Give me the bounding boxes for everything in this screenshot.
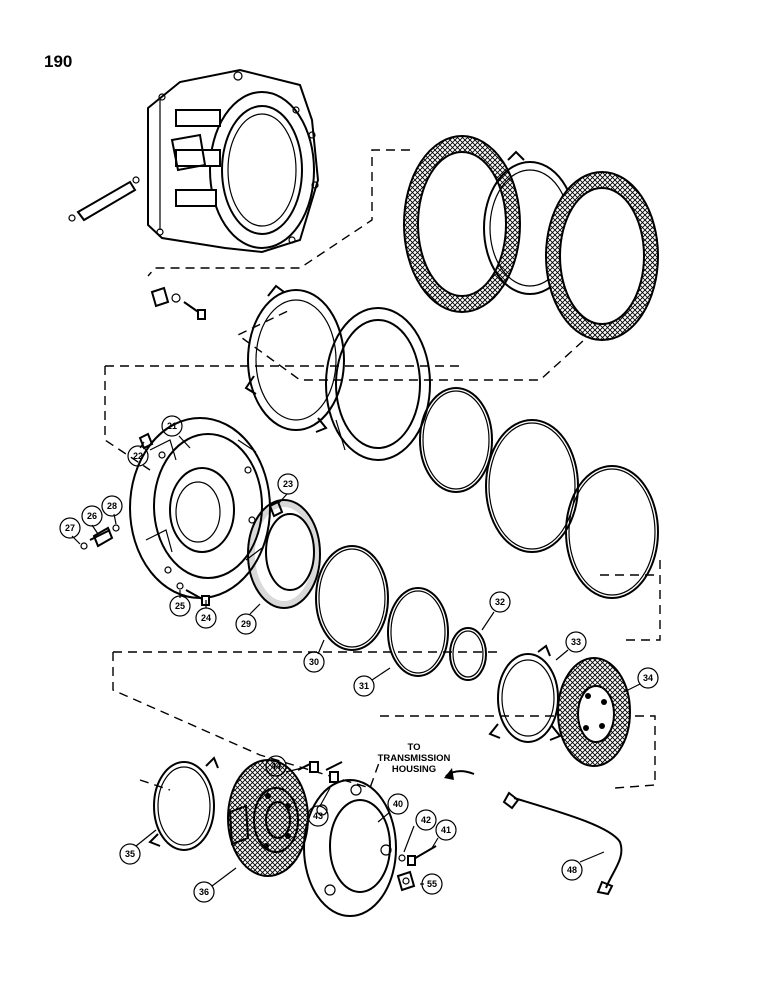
svg-text:55: 55 [427,879,437,889]
steel-plate-35 [148,756,219,851]
svg-text:40: 40 [393,799,403,809]
callout-43: 43 [307,787,331,827]
note-line-2: TRANSMISSION [378,753,451,764]
svg-text:43: 43 [313,811,323,821]
friction-disc-34 [557,657,631,767]
small-springs [297,761,343,783]
seal-ring-30 [315,545,389,651]
friction-disc-upper-1 [403,135,521,313]
svg-text:42: 42 [421,815,431,825]
callout-40: 40 [377,793,409,823]
svg-text:30: 30 [309,657,319,667]
callout-22: 22 [127,441,149,467]
svg-text:22: 22 [133,451,143,461]
callout-48: 48 [561,851,605,881]
svg-text:25: 25 [175,601,185,611]
svg-text:32: 32 [495,597,505,607]
svg-text:31: 31 [359,681,369,691]
seal-ring-31 [387,587,449,677]
callout-32: 32 [481,591,511,631]
retainer-plate-40 [303,779,397,917]
assembly-guide-lines [104,149,661,791]
page-number: 190 [44,52,73,71]
steel-plate-33 [488,644,562,743]
callout-23: 23 [277,473,299,505]
svg-text:35: 35 [125,849,135,859]
nut-55 [396,870,416,892]
callout-29: 29 [235,603,261,635]
svg-text:33: 33 [571,637,581,647]
direction-arrow [444,768,475,780]
svg-text:36: 36 [199,887,209,897]
seal-ring-32 [449,627,487,681]
callout-44: 44 [265,755,303,777]
svg-text:23: 23 [283,479,293,489]
svg-text:34: 34 [643,673,653,683]
callout-24: 24 [195,600,217,629]
friction-disc-upper-2 [545,171,659,341]
callout-33: 33 [555,631,587,661]
note-line-3: HOUSING [392,764,436,775]
callout-31: 31 [353,667,391,697]
transmission-housing-note: TO TRANSMISSION HOUSING [378,742,451,775]
svg-text:48: 48 [567,865,577,875]
callout-30: 30 [303,639,325,673]
svg-text:26: 26 [87,511,97,521]
bolt-41-washer-42 [398,845,437,866]
callout-42: 42 [403,809,437,853]
svg-text:21: 21 [167,421,177,431]
oil-tube-48 [502,791,623,896]
separator-plate-middle [244,284,345,433]
svg-text:44: 44 [271,761,281,771]
note-line-1: TO [407,742,420,753]
callout-25: 25 [169,590,191,617]
callout-35: 35 [119,829,157,865]
svg-text:28: 28 [107,501,117,511]
callout-27: 27 [59,517,81,545]
clutch-housing [68,68,320,320]
svg-text:27: 27 [65,523,75,533]
hub-36 [227,759,309,877]
callout-36: 36 [193,867,237,903]
svg-text:41: 41 [441,825,451,835]
callout-55: 55 [420,873,443,895]
callout-41: 41 [431,819,457,849]
callout-34: 34 [623,667,659,693]
seal-ring-c [565,465,659,599]
callout-28: 28 [101,495,123,525]
seal-ring-b [485,419,579,553]
seal-ring-a [419,387,493,493]
callout-26: 26 [81,505,103,535]
backing-plate-middle [325,307,431,461]
callout-21: 21 [161,415,191,449]
svg-text:24: 24 [201,613,211,623]
svg-text:29: 29 [241,619,251,629]
piston [247,499,321,609]
